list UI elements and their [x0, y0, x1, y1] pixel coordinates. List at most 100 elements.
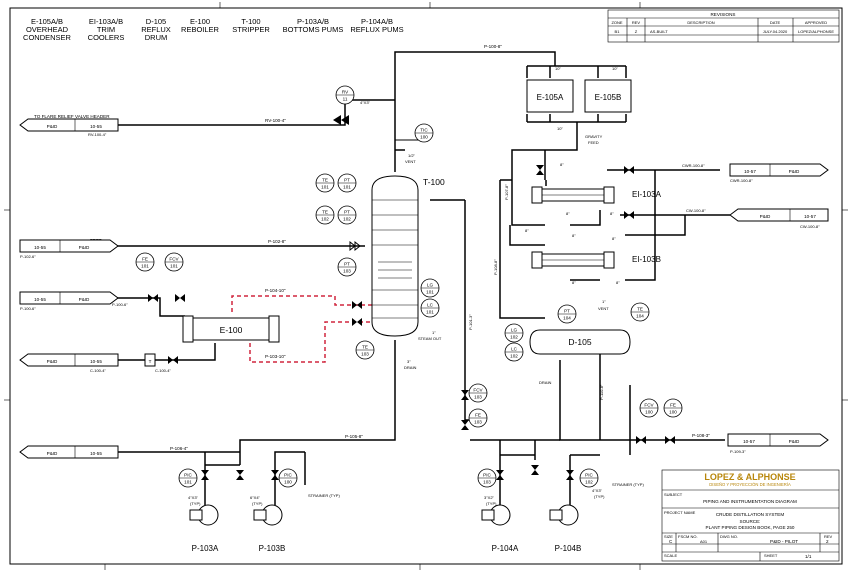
- legend-tag: EI-103A/B: [89, 17, 123, 26]
- piping: [20, 51, 730, 485]
- line-p108-8: P-108-8": [493, 259, 498, 275]
- pump-p103a: P-103A: [189, 504, 219, 553]
- tower-t100: T-100: [371, 175, 445, 337]
- instrument-tag: LG: [427, 283, 434, 288]
- e105a-tag: E-105A: [537, 93, 564, 102]
- line-cw100-8: CW-100-8": [686, 208, 706, 213]
- legend-e100: E-100 REBOILER: [181, 17, 220, 34]
- instrument-tag: RV: [342, 90, 349, 95]
- pump-p104a: P-104A: [481, 504, 519, 553]
- offpage-cw-ref: P&ID: [760, 214, 771, 219]
- valves: [148, 115, 675, 480]
- drum-d105: D-105: [529, 329, 631, 355]
- instrument-number: 101: [426, 290, 434, 295]
- offpage-product-ref: P&ID: [789, 439, 800, 444]
- dwg-label: DWG NO.: [720, 534, 738, 539]
- line-p102-8: P-102-8": [268, 239, 286, 244]
- instrument-number: 103: [343, 269, 351, 274]
- note-pump-size-2b: (TYP): [252, 501, 263, 506]
- relief-line: [105, 99, 395, 126]
- project-label: PROJECT NAME: [664, 510, 696, 515]
- fscm-value: A01: [700, 539, 708, 544]
- rev-header-description: DESCRIPTION: [687, 20, 714, 25]
- note-vent-size: 1/2": [408, 153, 416, 158]
- instrument-tag: TE: [637, 307, 643, 312]
- instrument-tag: PIC: [284, 473, 292, 478]
- subject-value: PIPING AND INSTRUMENTATION DIAGRAM: [703, 499, 797, 504]
- offpage-feed: FEED 10-55 P&ID P-102-6": [19, 238, 119, 259]
- instrument-number: 102: [343, 217, 351, 222]
- legend-tag: P-104A/B: [361, 17, 393, 26]
- note-size-8f: 8": [572, 280, 576, 285]
- source-value: PLANT PIPING DESIGN BOOK, PAGE 250: [706, 525, 795, 530]
- legend-tag: P-103A/B: [297, 17, 329, 26]
- note-pump-size-1: 4"X3": [188, 495, 199, 500]
- rev-number: Z: [635, 29, 638, 34]
- note-drum-drain: DRAIN: [539, 380, 552, 385]
- exchanger-e105b: E-105B: [584, 79, 632, 113]
- offpage-flare-num: 10-55: [90, 124, 102, 129]
- legend-line2: STRIPPER: [232, 25, 270, 34]
- legend-line2: TRIM: [97, 25, 115, 34]
- instrument-tag: FE: [142, 257, 148, 262]
- offpage-cwr-num: 10-57: [744, 169, 756, 174]
- offpage-bottoms: BOTTOMS P&ID 10-55: [19, 445, 119, 459]
- instrument-number: 100: [669, 410, 677, 415]
- source-label: SOURCE:: [740, 519, 761, 524]
- exchanger-e103a: EI-103A: [531, 186, 662, 204]
- legend-line2: OVERHEAD: [26, 25, 69, 34]
- instrument-number: 104: [563, 316, 571, 321]
- instrument-tag: FE: [670, 403, 676, 408]
- legend-e105: E-105A/B OVERHEAD CONDENSER: [23, 17, 72, 42]
- fscm-label: FSCM NO.: [678, 534, 698, 539]
- instrument-tag: PIC: [585, 473, 593, 478]
- legend-line3: CONDENSER: [23, 33, 72, 42]
- offpage-cw-line: CW-100-8": [800, 224, 820, 229]
- rev-zone: B1: [615, 29, 621, 34]
- note-strainer-1: STRAINER (TYP): [308, 493, 340, 498]
- instrument-tag: PT: [344, 210, 350, 215]
- p103a-tag: P-103A: [192, 544, 219, 553]
- annotations: 4"X3" 1/2" VENT GRAVITY FEED 1" STEAM OU…: [188, 66, 644, 506]
- overhead-line: [394, 51, 556, 172]
- note-pump-size-3: 3"X2": [484, 495, 495, 500]
- t100-tag: T-100: [423, 177, 445, 187]
- instrument-tag: PT: [344, 178, 350, 183]
- legend-line2: REFLUX: [141, 25, 171, 34]
- instrument-tag: PT: [564, 309, 570, 314]
- rev-description: AS-BUILT: [650, 29, 668, 34]
- instrument-tag: FCV: [644, 403, 654, 408]
- offpage-steam: 10-55 P&ID P-100-6": [19, 291, 119, 311]
- instrument-number: 100: [645, 410, 653, 415]
- instrument-number: 11: [343, 97, 348, 102]
- note-pump-size-4: 4"X3": [592, 488, 603, 493]
- line-cwr100-8: CWR-100-8": [682, 163, 705, 168]
- exchanger-e105a: E-105A: [526, 79, 574, 113]
- instrument-number: 100: [284, 480, 292, 485]
- instrument-number: 104: [636, 314, 644, 319]
- revisions-table: REVISIONS ZONE REV DESCRIPTION DATE APPR…: [607, 9, 840, 43]
- offpage-flare: TO FLARE RELIEF VALVE HEADER P&ID 10-55 …: [19, 114, 119, 137]
- e100-tag: E-100: [220, 325, 243, 335]
- instrument-number: 102: [510, 354, 518, 359]
- instrument-number: 102: [585, 480, 593, 485]
- title-block: LOPEZ & ALPHONSE DISEÑO Y PROYECCIÓN DE …: [661, 469, 840, 562]
- rev-label: REV: [824, 534, 833, 539]
- instrument-te104: TE 104: [630, 302, 650, 322]
- offpage-feed-ref: P&ID: [79, 245, 90, 250]
- note-size-8e: 8": [612, 236, 616, 241]
- instrument-pt102: PT 102: [337, 205, 357, 225]
- to-drum-line: [499, 180, 545, 319]
- e103a-tag: EI-103A: [632, 190, 662, 199]
- line-p100-8: P-100-8": [484, 44, 502, 49]
- legend-line2: REFLUX PUMS: [350, 25, 403, 34]
- line-p110-8: P-110-8": [599, 384, 604, 400]
- offpage-product: 10-57 P&ID P-109-3": [727, 433, 829, 454]
- d105-tag: D-105: [568, 337, 591, 347]
